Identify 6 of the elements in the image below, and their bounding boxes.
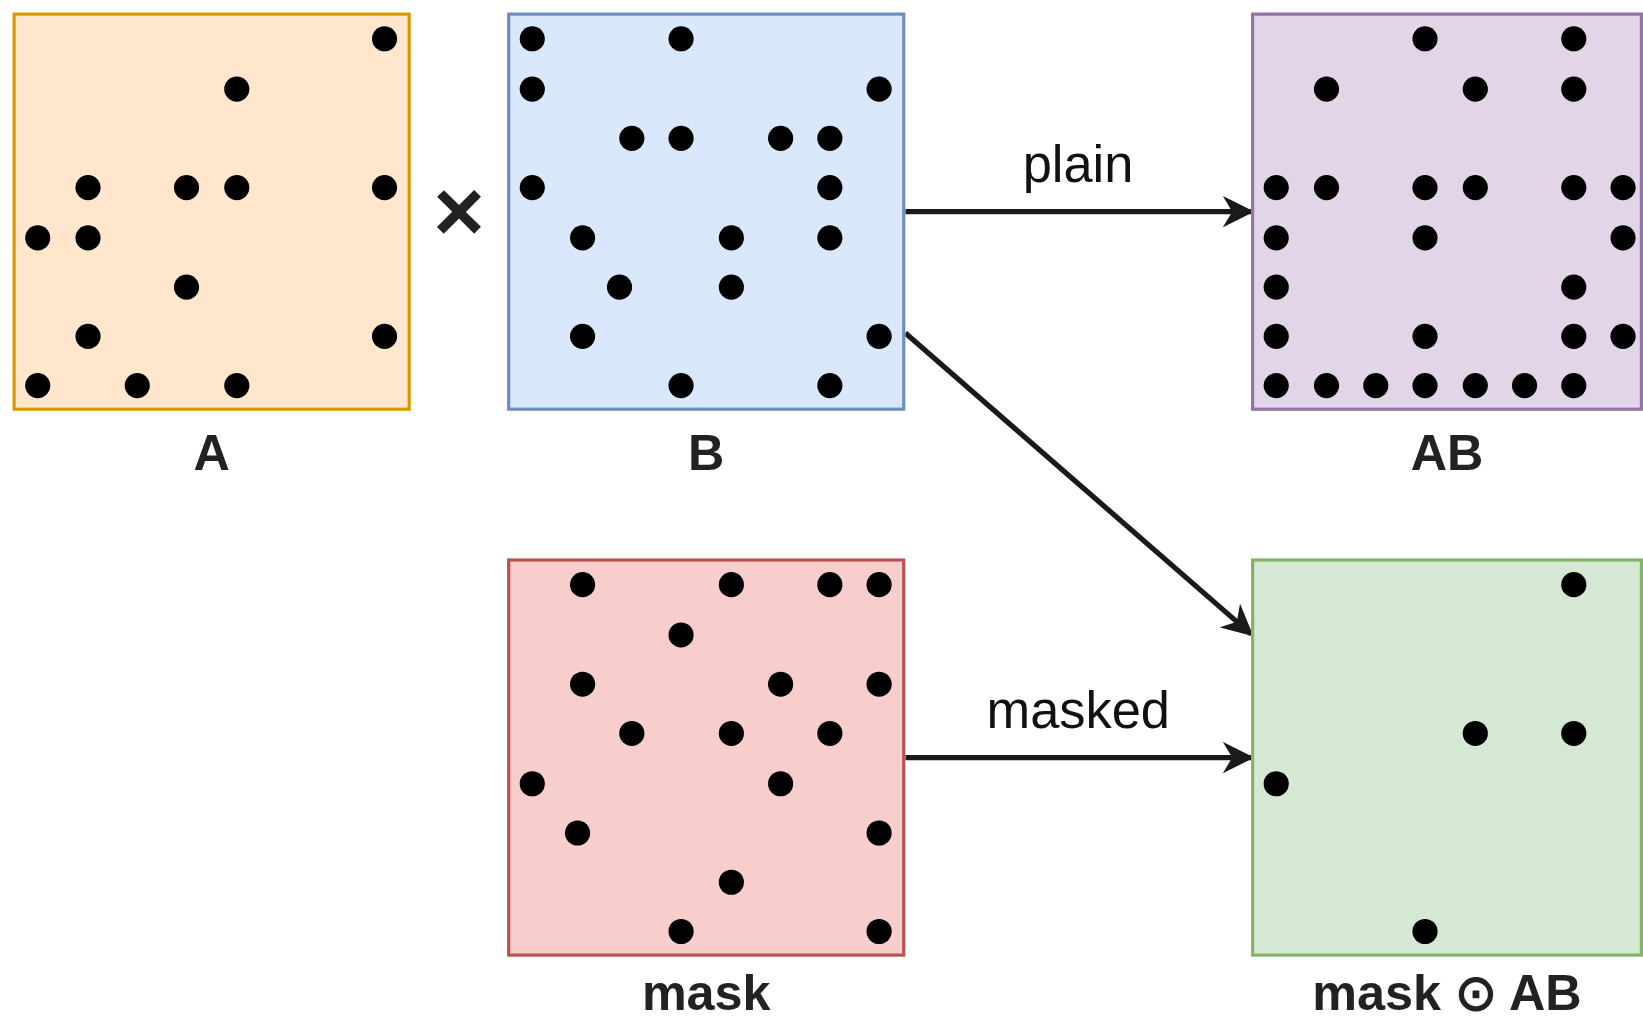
- matrix-label: mask ⊙ AB: [1312, 966, 1582, 1020]
- matrix-label: A: [193, 426, 230, 481]
- matrix-label: mask: [641, 966, 771, 1020]
- matrix-label: B: [688, 426, 725, 481]
- matrix-label: AB: [1410, 426, 1484, 481]
- operator-symbol: ×: [433, 166, 485, 255]
